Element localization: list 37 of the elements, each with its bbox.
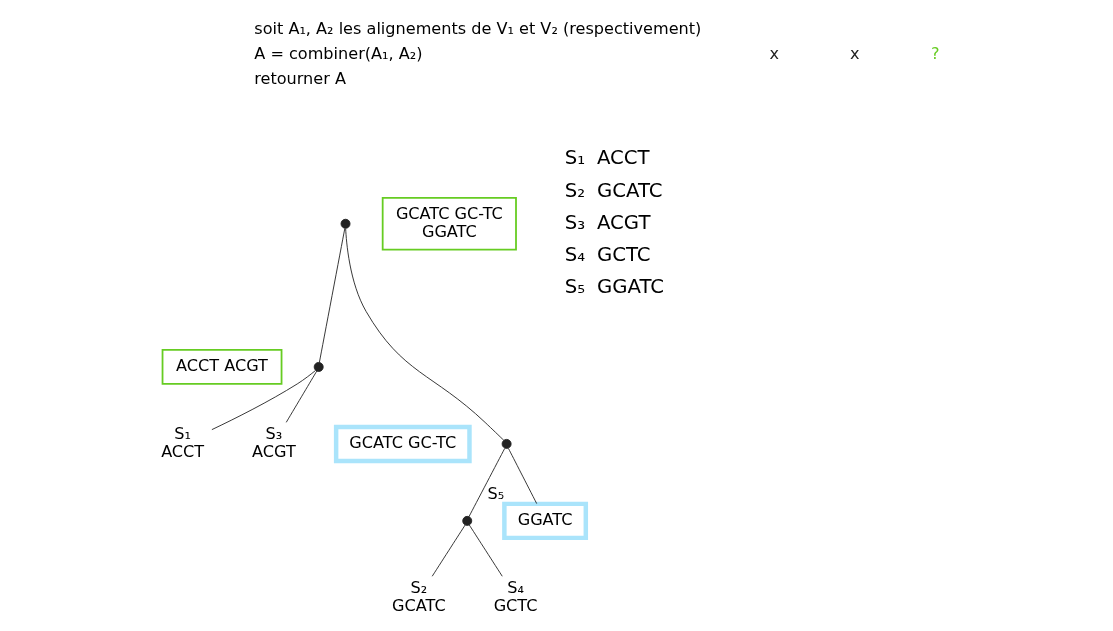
node-text: S₃ ACGT [252,423,296,461]
connector [285,370,318,423]
label: ACCT [596,146,650,170]
node-circle [501,438,512,449]
connector [345,228,505,441]
node-box: GCATC GC-TC [333,424,472,464]
label: S₄ [564,243,586,266]
label: soit A₁, A₂ les alignements de V₁ et V₂ (respectivement) [254,18,702,38]
connector [468,448,506,517]
node-box: GGATC [502,501,589,541]
label: x [769,43,779,63]
connector [431,524,466,577]
node-box: ACCT ACGT [161,349,283,385]
connector [468,524,503,577]
label: S₅ [564,275,586,299]
label: ? [930,43,940,63]
label: x [849,43,860,63]
label: GCATC [596,178,663,202]
node-circle [462,515,473,526]
node-text: S₂ GCATC [392,577,446,615]
label: GCTC [596,243,651,266]
node-box: GCATC GC-TC GGATC [381,196,517,251]
node-circle [313,362,324,372]
connector [508,448,538,505]
label: ACGT [596,210,651,234]
label: A = combiner(A₁, A₂) [254,43,423,63]
node-circle [340,218,351,229]
node-label: S₅ [487,483,505,503]
label: S₁ [564,146,586,170]
connector [211,370,316,431]
node-text: S₁ ACCT [161,423,205,461]
label: S₂ [564,178,586,202]
label: S₃ [564,210,586,234]
label: GGATC [596,275,665,299]
connector [318,228,346,363]
label: retourner A [254,68,346,88]
node-text: S₄ GCTC [493,577,538,615]
